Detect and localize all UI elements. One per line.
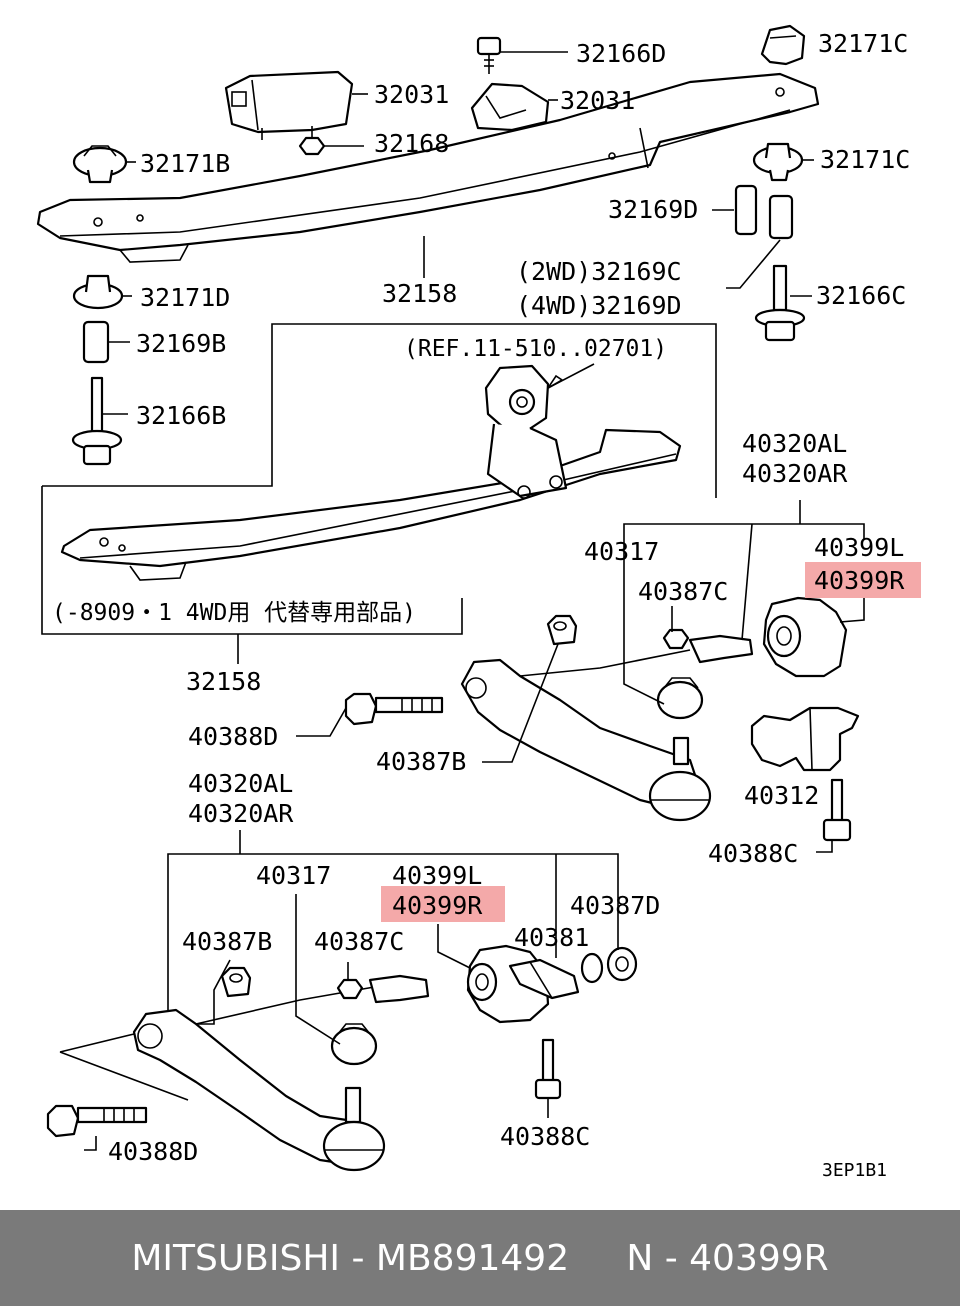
mount-bracket-inset <box>484 364 568 499</box>
bushing-32171B <box>72 145 128 184</box>
lower-arm-bottom <box>132 974 430 1168</box>
label-32169D-4wd: (4WD)32169D <box>516 291 682 320</box>
label-40320AR-top: 40320AR <box>742 459 848 488</box>
label-32169B: 32169B <box>136 329 226 358</box>
collar-32169D <box>734 184 758 236</box>
label-32158-top: 32158 <box>382 279 457 308</box>
label-40399L-bottom: 40399L <box>392 861 482 890</box>
stabilizer-bracket-40312 <box>750 706 860 772</box>
label-40320AR-bottom: 40320AR <box>188 799 294 828</box>
label-40399R-bottom: 40399R <box>392 891 483 920</box>
bushing-32171C-top <box>760 24 806 66</box>
nut-32168 <box>298 136 326 156</box>
collar-40387B-top <box>546 614 578 646</box>
highlight-40399R-bottom <box>381 886 505 922</box>
label-32166B: 32166B <box>136 401 226 430</box>
crossmember-32158-top <box>36 72 820 263</box>
label-32166D: 32166D <box>576 39 666 68</box>
bolt-32166D <box>476 36 502 74</box>
label-32166C: 32166C <box>816 281 906 310</box>
engine-mount-32031-right <box>470 82 550 132</box>
label-40388C-bottom: 40388C <box>500 1122 590 1151</box>
collar-32169C <box>768 194 794 240</box>
nut-40387C-top <box>662 628 690 650</box>
label-40388D-top: 40388D <box>188 722 278 751</box>
label-40312: 40312 <box>744 781 819 810</box>
bushing-32171C-mid <box>752 142 804 182</box>
inset-note: (-8909・1 4WD用 代替専用部品) <box>52 600 416 626</box>
label-40387C-bottom: 40387C <box>314 927 404 956</box>
footer-ref-part: N - 40399R <box>626 1237 829 1279</box>
label-40317-top: 40317 <box>584 537 659 566</box>
label-32031-left: 32031 <box>374 80 449 109</box>
ref-note: (REF.11-510..02701) <box>404 336 667 362</box>
bolt-40388C-top <box>822 778 852 842</box>
label-32171C-mid: 32171C <box>820 145 910 174</box>
bolt-40388D-bottom <box>46 1104 148 1138</box>
label-32031-right: 32031 <box>560 86 635 115</box>
label-40320AL-bottom: 40320AL <box>188 769 293 798</box>
label-32171C-top: 32171C <box>818 29 908 58</box>
leader-lines <box>59 51 865 1151</box>
label-40381: 40381 <box>514 923 589 952</box>
bolt-40388D-top <box>344 692 444 726</box>
diagram-code: 3EP1B1 <box>822 1160 887 1181</box>
label-40320AL-top: 40320AL <box>742 429 847 458</box>
label-32169D: 32169D <box>608 195 698 224</box>
balljoint-lower-bottom <box>322 1086 386 1172</box>
washer-40387D <box>580 946 638 984</box>
label-40388C-top: 40388C <box>708 839 798 868</box>
label-32169C-2wd: (2WD)32169C <box>516 257 682 286</box>
label-40387B-bottom: 40387B <box>182 927 272 956</box>
collar-32169B <box>82 320 110 364</box>
bolt-40388C-bottom <box>534 1038 562 1100</box>
nut-40387C-bottom <box>336 978 364 1000</box>
label-32168: 32168 <box>374 129 449 158</box>
label-40387D: 40387D <box>570 891 660 920</box>
bushing-40399R-top <box>762 596 848 678</box>
balljoint-upper-bottom <box>330 1023 378 1066</box>
label-40399L-top: 40399L <box>814 533 904 562</box>
bushing-32171D <box>72 274 124 310</box>
bracket-40381 <box>508 958 580 1000</box>
label-40387C-top: 40387C <box>638 577 728 606</box>
highlight-40399R-top <box>805 562 921 598</box>
label-32158-bottom: 32158 <box>186 667 261 696</box>
footer-gap <box>569 1238 626 1279</box>
collar-40387B-bottom <box>220 966 252 998</box>
lower-arm-upper <box>460 634 754 812</box>
bolt-32166C <box>754 264 806 342</box>
label-32171D: 32171D <box>140 283 230 312</box>
parts-diagram: 32166D 32171C 32031 32031 32168 32171B 3… <box>36 24 921 1181</box>
footer-brand-part: MITSUBISHI - MB891492 <box>131 1237 570 1279</box>
bolt-32166B <box>71 376 123 466</box>
footer-bar: MITSUBISHI - MB891492 N - 40399R <box>0 1210 960 1306</box>
label-40387B-top: 40387B <box>376 747 466 776</box>
crossmember-32158-inset <box>60 428 682 581</box>
balljoint-lower-upper <box>648 736 712 822</box>
label-40399R-top: 40399R <box>814 566 905 595</box>
part-labels: 32166D 32171C 32031 32031 32168 32171B 3… <box>52 29 910 1181</box>
label-40317-bottom: 40317 <box>256 861 331 890</box>
label-32171B: 32171B <box>140 149 230 178</box>
engine-mount-32031-left <box>224 70 354 140</box>
label-40388D-bottom: 40388D <box>108 1137 198 1166</box>
